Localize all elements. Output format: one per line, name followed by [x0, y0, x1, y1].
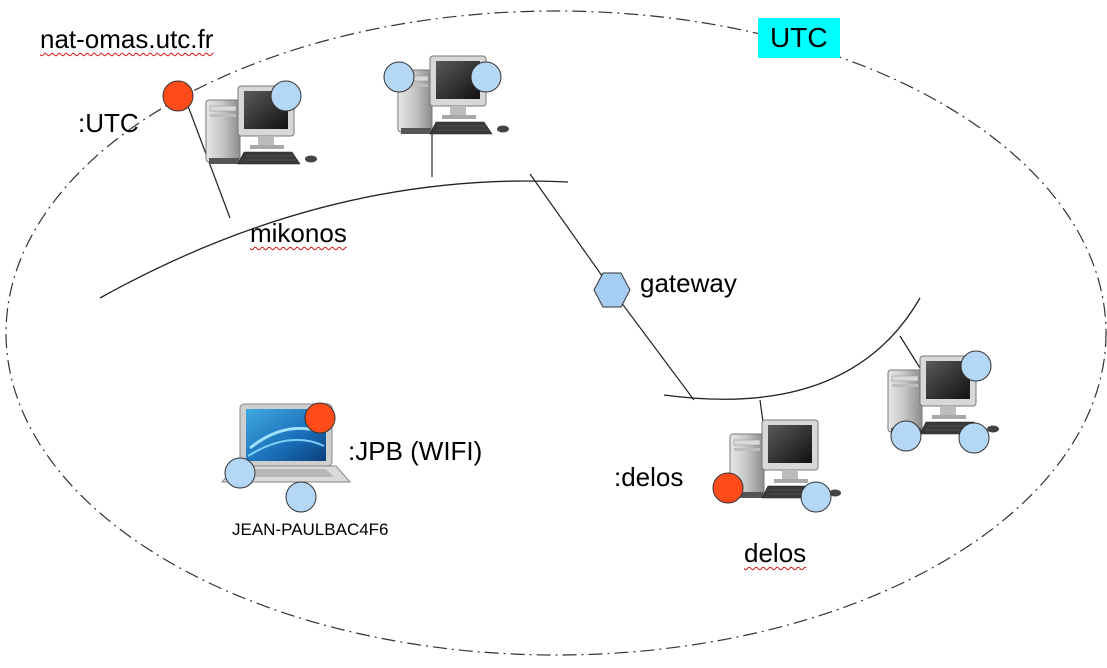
agent-circle-icon	[890, 420, 922, 452]
agent-circle-icon	[383, 61, 415, 93]
mikonos-label: mikonos	[250, 218, 347, 248]
gateway-upper-link	[529, 173, 613, 291]
gateway-label: gateway	[640, 268, 737, 298]
agent-circle-icon	[958, 422, 990, 454]
domain-title: nat-omas.utc.fr	[40, 24, 214, 54]
agent-circle-icon	[960, 350, 992, 382]
jpb-agent-circle	[304, 402, 336, 434]
delos-agent-circle	[712, 472, 744, 504]
mikonos-network-arc	[99, 180, 569, 299]
agent-circle-icon	[470, 61, 502, 93]
agent-circle-icon	[285, 481, 317, 513]
delos-node-label: :delos	[614, 462, 684, 492]
utc-node-label: :UTC	[78, 108, 139, 138]
zone-badge: UTC	[758, 18, 840, 58]
jean-paul-host-label: JEAN-PAULBAC4F6	[232, 520, 389, 539]
delos-network-arc	[663, 297, 921, 400]
pc4-link-line	[899, 335, 921, 369]
hexagon-gateway-icon	[593, 272, 631, 308]
agent-circle-icon	[800, 481, 832, 513]
utc-agent-circle	[162, 80, 194, 112]
delos-host-label: delos	[744, 538, 807, 568]
gateway-lower-link	[611, 289, 695, 401]
agent-circle-icon	[270, 80, 302, 112]
utc-domain-boundary	[5, 10, 1107, 656]
jpb-node-label: :JPB (WIFI)	[348, 436, 483, 466]
agent-circle-icon	[224, 457, 256, 489]
